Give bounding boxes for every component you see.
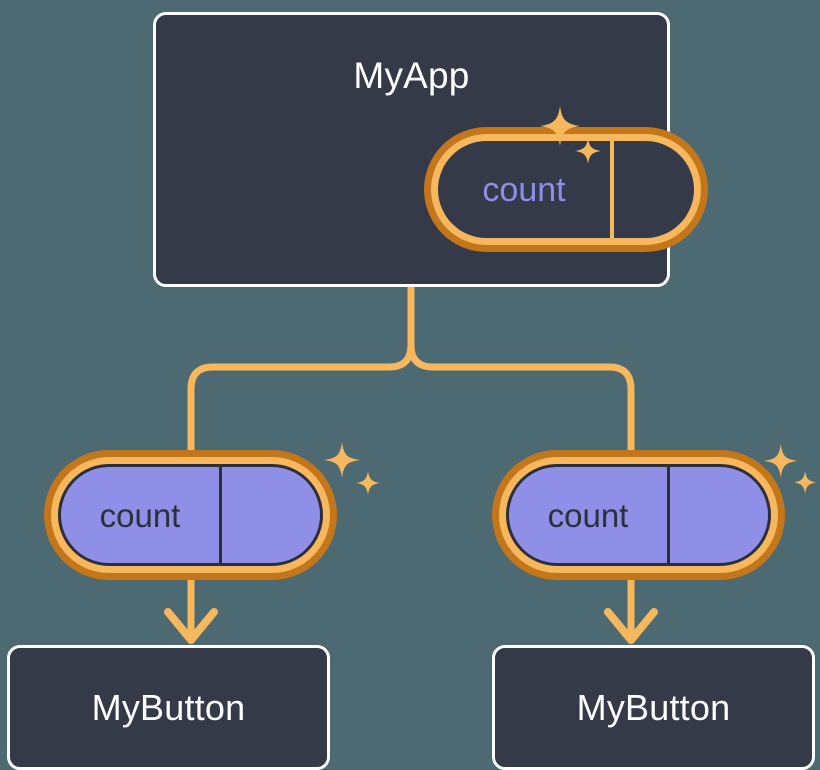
state-pill-inner-ring: count 1 (431, 134, 701, 245)
state-value-label: 1 (222, 467, 320, 563)
root-to-branch-connector (407, 283, 635, 456)
state-pill-inner-ring: count 1 (51, 457, 330, 573)
state-pill-body: count 1 (438, 141, 694, 238)
state-value-label: 1 (614, 141, 694, 238)
component-title-myapp: MyApp (353, 55, 470, 96)
arrowhead-right (604, 608, 658, 644)
state-pill-left[interactable]: count 1 (44, 450, 337, 580)
state-key-label: count (438, 141, 614, 238)
component-title-mybutton-right: MyButton (576, 686, 731, 728)
state-pill-body: count 1 (506, 464, 771, 566)
arrowhead-left (164, 608, 218, 644)
component-node-mybutton-right[interactable]: MyButton (492, 645, 815, 770)
state-value-label: 1 (670, 467, 768, 563)
state-pill-right[interactable]: count 1 (492, 450, 785, 580)
component-title-mybutton-left: MyButton (91, 686, 246, 728)
state-pill-myapp[interactable]: count 1 (424, 127, 708, 252)
component-node-myapp[interactable]: MyApp count 1 (153, 12, 708, 287)
state-pill-body: count 1 (58, 464, 323, 566)
state-pill-inner-ring: count 1 (499, 457, 778, 573)
root-to-branch-connector-left (187, 283, 415, 456)
state-key-label: count (509, 467, 670, 563)
component-node-mybutton-left[interactable]: MyButton (7, 645, 330, 770)
state-key-label: count (61, 467, 222, 563)
